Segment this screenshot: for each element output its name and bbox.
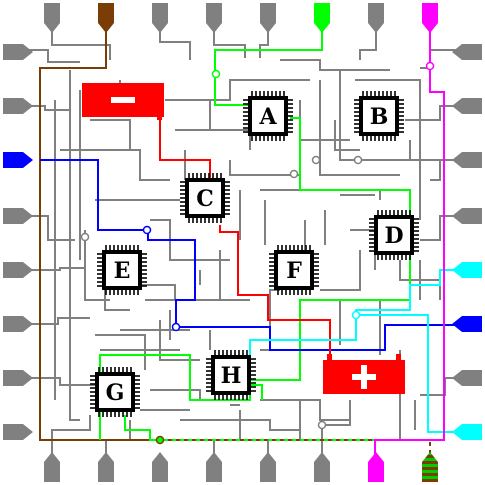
bottom-pin-6	[314, 452, 330, 482]
left-pin-2	[3, 98, 33, 114]
chip-h[interactable]: H	[206, 350, 256, 400]
negative-terminal[interactable]	[82, 83, 164, 120]
chip-b-label: B	[370, 104, 389, 130]
left-pins	[3, 44, 33, 440]
left-pin-3	[3, 152, 33, 168]
bottom-pin-3	[152, 452, 168, 482]
right-pin-7	[452, 370, 482, 386]
right-pin-2	[452, 98, 482, 114]
top-pin-5	[260, 3, 276, 33]
brown-wire	[39, 30, 160, 441]
chip-e-pins	[97, 245, 147, 295]
positive-terminal[interactable]	[323, 354, 405, 394]
bottom-pin-7	[368, 452, 384, 482]
chip-d-label: D	[384, 223, 403, 249]
blue-wire	[40, 159, 455, 351]
chip-c-label: C	[196, 186, 214, 212]
chip-h-pins	[206, 350, 256, 400]
bottom-pin-8	[422, 452, 438, 482]
top-pin-8	[422, 3, 438, 33]
left-pin-1	[3, 44, 33, 60]
right-pin-4	[452, 208, 482, 224]
right-pin-6	[452, 316, 482, 332]
top-pin-7	[368, 3, 384, 33]
bottom-pin-1	[44, 452, 60, 482]
chip-b-pins	[354, 91, 404, 141]
chip-h-label: H	[221, 363, 242, 389]
left-pin-4	[3, 208, 33, 224]
junctions	[80, 61, 435, 445]
chip-f[interactable]: F	[269, 245, 319, 295]
chip-a[interactable]: A	[243, 91, 293, 141]
left-pin-6	[3, 316, 33, 332]
chip-c[interactable]: C	[180, 173, 230, 223]
top-pins	[44, 3, 438, 33]
top-pin-3	[152, 3, 168, 33]
chip-a-label: A	[258, 104, 277, 130]
bottom-pin-5	[260, 452, 276, 482]
chip-f-label: F	[286, 258, 302, 284]
top-pin-2	[98, 3, 114, 33]
red-wire	[159, 115, 331, 360]
chip-d-pins	[369, 210, 419, 260]
chip-g-pins	[90, 367, 140, 417]
chip-b[interactable]: B	[354, 91, 404, 141]
right-pin-8	[452, 424, 482, 440]
chip-a-pins	[243, 91, 293, 141]
chip-g-label: G	[106, 380, 125, 406]
left-pin-7	[3, 370, 33, 386]
right-pin-5	[452, 262, 482, 278]
top-pin-1	[44, 3, 60, 33]
chip-d[interactable]: D	[369, 210, 419, 260]
bottom-pin-2	[98, 452, 114, 482]
bottom-pins	[44, 452, 438, 482]
right-pin-3	[452, 152, 482, 168]
gray-wires	[25, 25, 460, 460]
right-pins	[452, 44, 482, 440]
left-pin-5	[3, 262, 33, 278]
right-pin-1	[452, 44, 482, 60]
bottom-pin-4	[206, 452, 222, 482]
top-pin-6	[314, 3, 330, 33]
chip-c-pins	[180, 173, 230, 223]
left-pin-8	[3, 424, 33, 440]
chip-g[interactable]: G	[90, 367, 140, 417]
chips-layer: A B C D E F G H	[90, 91, 419, 417]
chip-e-label: E	[114, 258, 131, 284]
minus-icon	[111, 97, 135, 103]
chip-f-pins	[269, 245, 319, 295]
top-pin-4	[206, 3, 222, 33]
green-dashed-wire	[160, 439, 431, 455]
chip-e[interactable]: E	[97, 245, 147, 295]
